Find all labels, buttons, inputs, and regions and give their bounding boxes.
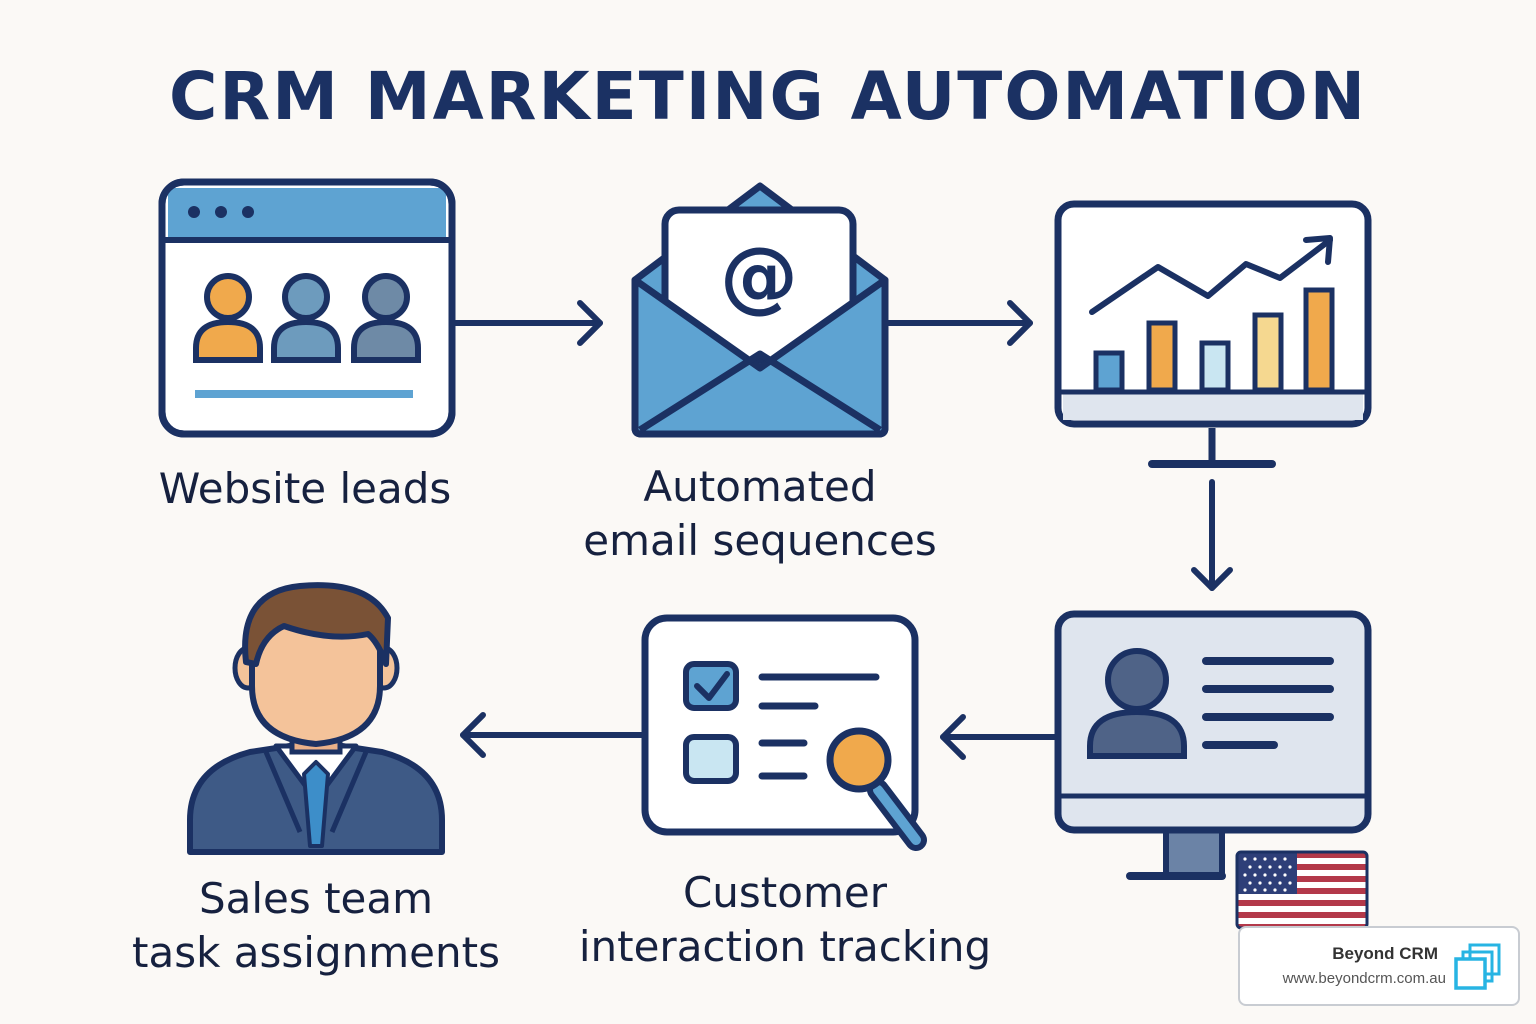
label-email-sequences: Automated email sequences	[583, 462, 937, 565]
arrow-tracking-to-sales	[460, 712, 646, 758]
svg-text:@: @	[720, 232, 798, 322]
arrow-analytics-to-profile	[1191, 479, 1233, 591]
email-envelope-icon: @	[631, 182, 889, 438]
label-interaction-tracking: Customer interaction tracking	[578, 868, 992, 971]
brand-name: Beyond CRM	[1332, 944, 1438, 963]
branding-badge: Beyond CRM www.beyondcrm.com.au	[1238, 926, 1520, 1006]
analytics-monitor-icon	[1054, 200, 1372, 468]
label-sales-team: Sales team task assignments	[132, 874, 500, 977]
beyond-crm-logo-icon	[1454, 943, 1501, 990]
us-flag-icon	[1235, 850, 1369, 930]
salesperson-icon	[187, 582, 445, 855]
page-title: CRM MARKETING AUTOMATION	[168, 58, 1367, 135]
label-website-leads: Website leads	[158, 464, 452, 513]
arrow-profile-to-tracking	[940, 714, 1061, 760]
arrow-leads-to-email	[452, 300, 603, 346]
browser-people-icon	[158, 178, 456, 438]
contact-profile-monitor-icon	[1054, 610, 1372, 880]
checklist-search-icon	[641, 614, 927, 851]
arrow-email-to-analytics	[885, 300, 1033, 346]
brand-url: www.beyondcrm.com.au	[1282, 970, 1446, 987]
